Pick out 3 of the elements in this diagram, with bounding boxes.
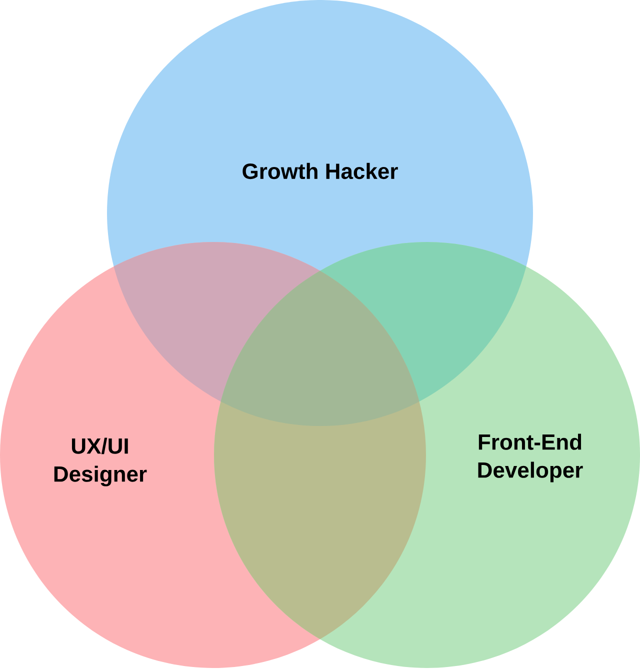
circle-label: Growth Hacker	[242, 162, 398, 180]
circle-label: Front-End Developer	[478, 434, 583, 482]
circle-label: UX/UI Designer	[54, 438, 147, 486]
